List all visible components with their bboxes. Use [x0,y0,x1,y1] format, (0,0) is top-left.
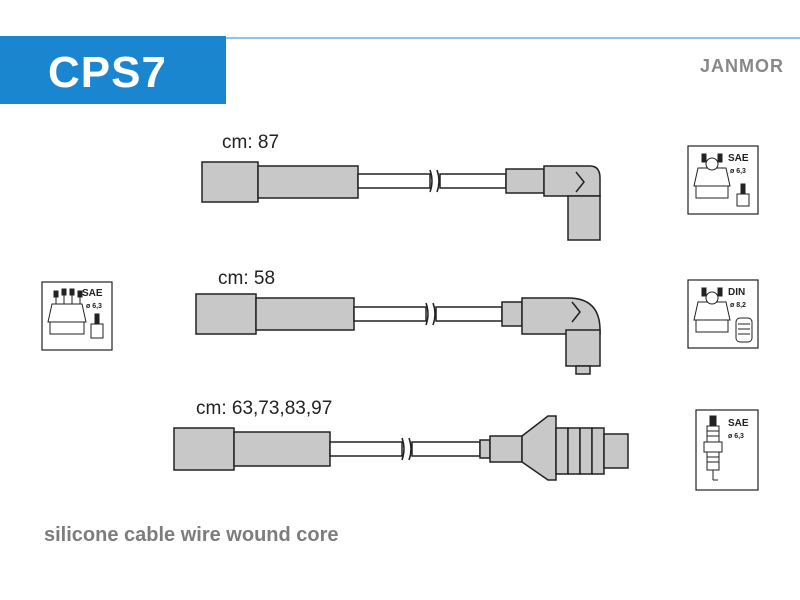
lead-2-break-right [432,302,436,326]
product-code: CPS7 [48,48,167,97]
lead-2-cable-b [435,306,503,322]
lead-3-cable-b [411,441,481,457]
lead-3-break-right [408,437,412,461]
lead-2 [195,293,601,375]
lead-3-cap [603,433,629,469]
lead-3-rib-3 [579,427,593,475]
lead-2-cable-a [353,306,427,322]
lead-3-break-left [401,437,405,461]
lead-1-bend-mark [575,171,585,193]
distributor-coil-icon [693,287,731,333]
distributor-cap-icon [47,288,87,335]
left-distributor-badge: SAE ø 6,3 [41,281,113,351]
spark-plug-icon [703,415,723,481]
lead-1-length: cm: 87 [222,132,280,153]
lead-1 [201,161,601,241]
lead-2-bend-mark [571,301,581,323]
lead-2-length: cm: 58 [218,268,276,289]
lead-3-collar [479,439,491,459]
lead-3-sleeve [233,431,331,467]
lead-1-boot [201,161,259,203]
lead-3-length: cm: 63,73,83,97 [196,398,333,419]
right-middle-size: ø 8,2 [730,302,746,309]
lead-3 [173,415,629,481]
lead-3-rib-1 [555,427,569,475]
lead-2-plug [565,329,601,367]
right-middle-badge: DIN ø 8,2 [687,279,759,349]
lead-1-plug [567,195,601,241]
right-middle-standard: DIN [728,287,745,298]
lead-1-neck [505,168,545,194]
terminal-icon [90,313,104,339]
lead-2-boot [195,293,257,335]
lead-1-cable-b [439,173,507,189]
din-terminal-icon [735,317,753,343]
lead-2-elbow [521,297,601,335]
right-bottom-size: ø 6,3 [728,433,744,440]
distributor-coil-icon [693,153,731,199]
lead-2-neck [501,301,523,327]
right-bottom-standard: SAE [728,418,749,429]
lead-1-break-left [429,169,433,193]
lead-3-rib-2 [567,427,581,475]
lead-3-body [489,435,523,463]
right-top-size: ø 6,3 [730,168,746,175]
footer-note: silicone cable wire wound core [44,524,339,546]
right-bottom-badge: SAE ø 6,3 [695,409,759,491]
left-distributor-size: ø 6,3 [86,303,102,310]
lead-1-elbow [543,165,601,197]
left-distributor-standard: SAE [82,288,103,299]
right-top-badge: SAE ø 6,3 [687,145,759,215]
lead-2-break-left [425,302,429,326]
lead-3-flange [521,415,557,481]
lead-3-rib-4 [591,427,605,475]
lead-2-sleeve [255,297,355,331]
right-top-standard: SAE [728,153,749,164]
lead-1-break-right [436,169,440,193]
brand-name: JANMOR [699,56,784,76]
lead-1-cable-a [357,173,431,189]
product-code-box [0,36,226,104]
lead-3-boot [173,427,235,471]
lead-1-sleeve [257,165,359,199]
terminal-icon [736,183,750,207]
lead-2-terminal [575,365,591,375]
lead-3-cable-a [329,441,403,457]
header-rule [226,37,800,39]
